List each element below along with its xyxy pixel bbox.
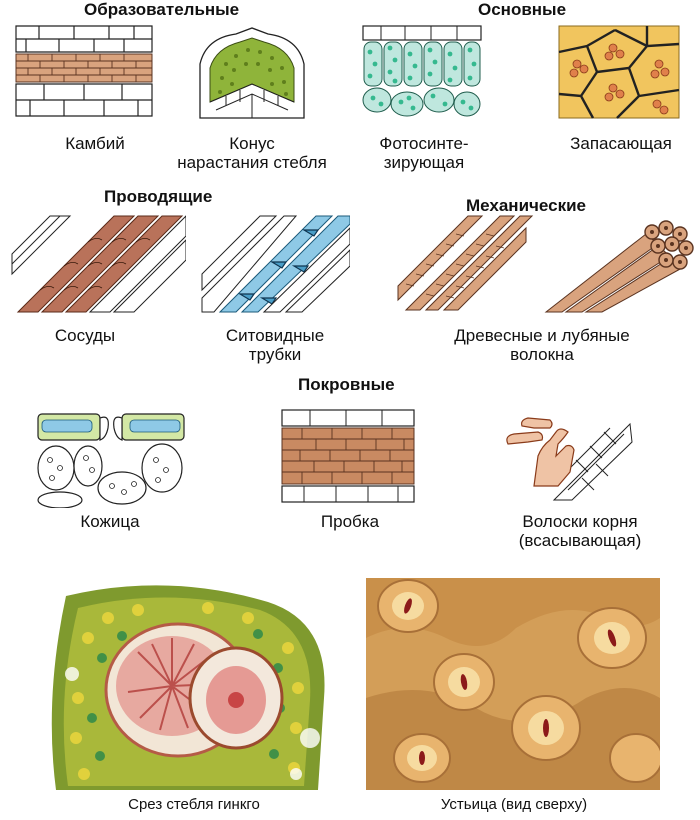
photosynthetic-illustration bbox=[361, 24, 483, 120]
cork-illustration bbox=[280, 408, 416, 504]
caption-storage: Запасающая bbox=[570, 134, 672, 153]
caption-root-hairs: Волоски корня(всасывающая) bbox=[518, 512, 642, 550]
category-integumentary: Покровные bbox=[298, 375, 395, 394]
caption-photosynthetic: Фотосинте-зирующая bbox=[379, 134, 469, 172]
fibers-illustration bbox=[396, 214, 696, 314]
vessels-illustration bbox=[10, 214, 186, 314]
stem-cone-illustration bbox=[196, 24, 308, 120]
stomata-photo bbox=[366, 578, 660, 790]
caption-ginkgo-photo: Срез стебля гинкго bbox=[128, 796, 260, 813]
category-educational: Образовательные bbox=[84, 0, 240, 19]
caption-cambium: Камбий bbox=[65, 134, 125, 153]
caption-vessels: Сосуды bbox=[54, 326, 116, 345]
cambium-illustration bbox=[14, 22, 154, 118]
category-mechanical: Механические bbox=[466, 196, 586, 215]
caption-epidermis: Кожица bbox=[80, 512, 140, 531]
epidermis-illustration bbox=[36, 404, 186, 508]
category-conducting: Проводящие bbox=[104, 187, 213, 206]
caption-cork: Пробка bbox=[320, 512, 380, 531]
storage-illustration bbox=[557, 24, 681, 120]
root-hairs-illustration bbox=[498, 402, 634, 502]
category-basic: Основные bbox=[478, 0, 567, 19]
caption-stomata-photo: Устьица (вид сверху) bbox=[440, 796, 588, 813]
sieve-tubes-illustration bbox=[200, 214, 350, 314]
ginkgo-stem-photo bbox=[48, 578, 338, 790]
